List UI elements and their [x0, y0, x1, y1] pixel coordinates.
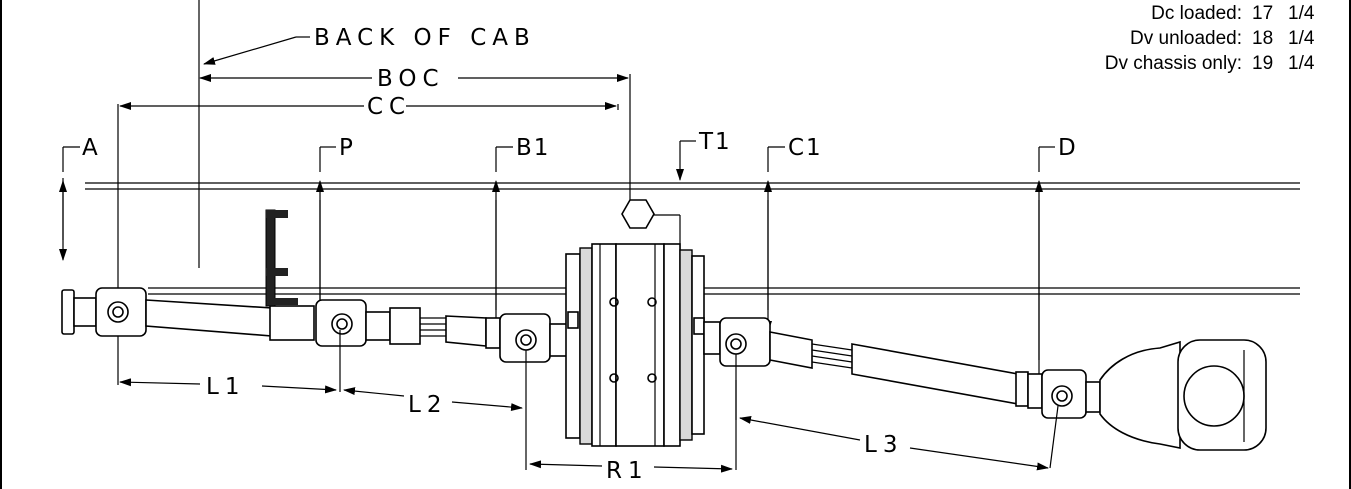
- tandem-axle: [565, 243, 705, 447]
- spec-fraction-dv-chassis-only: 1/4: [1288, 53, 1315, 74]
- spec-label-dv-unloaded: Dv unloaded:: [1130, 28, 1242, 49]
- boc-label: BOC: [377, 66, 445, 92]
- joint-b1: [499, 313, 569, 363]
- callout-c1: C1: [764, 135, 823, 333]
- spec-label-dc-loaded: Dc loaded:: [1151, 3, 1242, 24]
- spec-whole-dv-unloaded: 18: [1252, 28, 1273, 49]
- joint-d: [1041, 369, 1087, 419]
- cc-label: CC: [367, 94, 411, 120]
- label-l1: L1: [206, 374, 245, 400]
- label-b1: B1: [516, 135, 550, 161]
- label-t1: T1: [698, 129, 732, 155]
- spec-fraction-dc-loaded: 1/4: [1288, 3, 1315, 24]
- label-a: A: [82, 135, 100, 161]
- spec-label-dv-chassis-only: Dv chassis only:: [1105, 53, 1242, 74]
- spec-whole-dc-loaded: 17: [1252, 3, 1273, 24]
- callout-p: P: [316, 135, 355, 319]
- label-l2: L2: [408, 392, 447, 418]
- cab-bracket: [265, 209, 298, 307]
- l2-dimension: L2: [343, 350, 527, 418]
- boc-dimension: BOC: [199, 66, 631, 210]
- callout-a: A: [59, 135, 100, 261]
- label-l3: L3: [864, 432, 903, 458]
- label-d: D: [1058, 135, 1078, 161]
- joint-p: [315, 299, 367, 347]
- label-c1: C1: [788, 135, 823, 161]
- spec-fraction-dv-unloaded: 1/4: [1288, 28, 1315, 49]
- label-r1: R1: [606, 458, 649, 484]
- spec-table: Dc loaded: 17 1/4 Dv unloaded: 18 1/4 Dv…: [1105, 3, 1315, 74]
- cc-dimension: CC: [117, 94, 619, 385]
- driveshaft-2: [365, 307, 501, 349]
- l3-dimension: L3: [735, 380, 1059, 471]
- callout-d: D: [1035, 135, 1078, 386]
- t1-hex-marker: [621, 199, 655, 229]
- l1-dimension: L1: [119, 330, 341, 400]
- label-p: P: [339, 135, 355, 161]
- back-of-cab-label: BACK OF CAB: [314, 25, 536, 51]
- callout-b1: B1: [492, 135, 550, 333]
- callout-t1: T1: [650, 129, 732, 250]
- spec-whole-dv-chassis-only: 19: [1252, 53, 1273, 74]
- frame-rails: [85, 182, 1300, 295]
- rear-axle-housing: [1085, 339, 1267, 451]
- driveshaft-1: [145, 299, 315, 341]
- transmission-yoke: [61, 287, 147, 337]
- back-of-cab-callout: BACK OF CAB: [198, 0, 536, 268]
- joint-c1: [703, 317, 771, 367]
- driveshaft-3: [769, 331, 1043, 409]
